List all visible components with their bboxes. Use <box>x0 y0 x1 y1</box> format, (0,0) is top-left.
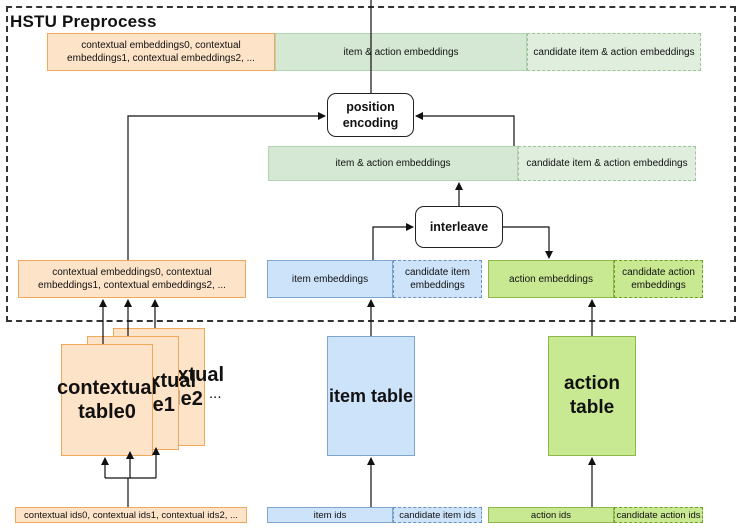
contextual-embeddings: contextual embeddings0, contextual embed… <box>18 260 246 298</box>
item-embeddings: item embeddings <box>267 260 393 298</box>
candidate-item-embeddings: candidate item embeddings <box>393 260 482 298</box>
arrow-contextual-to-encoding <box>127 112 326 260</box>
interleave-node: interleave <box>415 206 503 248</box>
action-table: action table <box>548 336 636 456</box>
arrow-embeddings-to-encoding <box>415 112 515 146</box>
contextual-ids: contextual ids0, contextual ids1, contex… <box>15 507 247 523</box>
position-encoding-node: position encoding <box>327 93 414 137</box>
candidate-action-ids: candidate action ids <box>614 507 703 523</box>
candidate-action-embeddings: candidate action embeddings <box>614 260 703 298</box>
top-item-action-embeddings: item & action embeddings <box>275 33 527 71</box>
interleaved-candidate-embeddings: candidate item & action embeddings <box>518 146 696 181</box>
action-ids: action ids <box>488 507 614 523</box>
frame-title: HSTU Preprocess <box>10 12 157 31</box>
top-contextual-embeddings: contextual embeddings0, contextual embed… <box>47 33 275 71</box>
arrow-item-to-interleave <box>372 223 414 260</box>
item-ids: item ids <box>267 507 393 523</box>
item-table: item table <box>327 336 415 456</box>
candidate-item-ids: candidate item ids <box>393 507 482 523</box>
top-candidate-embeddings: candidate item & action embeddings <box>527 33 701 71</box>
action-embeddings: action embeddings <box>488 260 614 298</box>
interleaved-item-action-embeddings: item & action embeddings <box>268 146 518 181</box>
arrow-interleave-to-action <box>503 226 553 259</box>
contextual-table-0: contextual table0 <box>57 344 157 456</box>
more-tables-ellipsis: ... <box>209 385 222 402</box>
